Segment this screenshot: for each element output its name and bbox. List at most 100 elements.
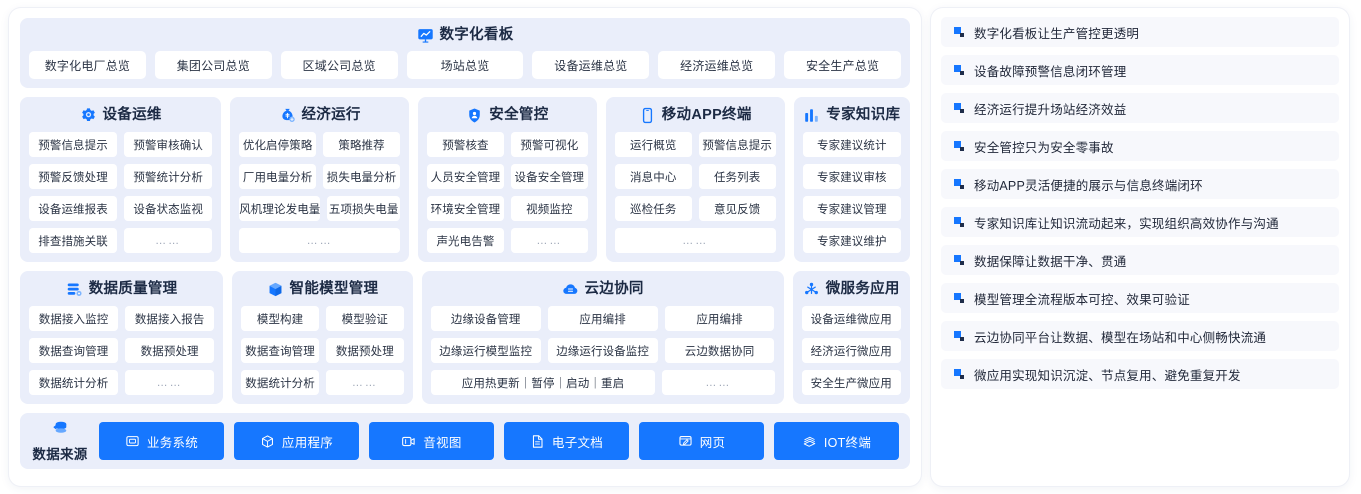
cloud-icon	[562, 281, 579, 298]
module-cell[interactable]: 优化启停策略	[239, 132, 317, 157]
dashboard-tab[interactable]: 经济运维总览	[658, 51, 776, 79]
module-cell[interactable]: 数据预处理	[125, 338, 215, 363]
module-cell[interactable]: 损失电量分析	[323, 164, 401, 189]
module-cell[interactable]: 专家建议维护	[802, 228, 902, 253]
benefit-item[interactable]: 经济运行提升场站经济效益	[941, 93, 1339, 123]
module-cell[interactable]: 设备状态监视	[124, 196, 213, 221]
module-row-1: 设备运维 预警信息提示 预警审核确认 预警反馈处理 预警统计分析 设备运维报表 …	[20, 97, 911, 262]
benefit-item[interactable]: 云边协同平台让数据、模型在场站和中心侧畅快流通	[941, 321, 1339, 351]
data-source-application[interactable]: 应用程序	[234, 422, 359, 460]
module-cell-more[interactable]: ……	[125, 370, 215, 395]
cell-line: 设备运维报表 设备状态监视	[29, 196, 213, 221]
module-cell[interactable]: 边缘设备管理	[430, 306, 541, 331]
module-cell[interactable]: 预警审核确认	[124, 132, 213, 157]
module-cell[interactable]: 意见反馈	[698, 196, 776, 221]
data-source-webpage[interactable]: 网页	[639, 422, 764, 460]
module-cell[interactable]: 专家建议统计	[802, 132, 902, 157]
dashboard-tab[interactable]: 集团公司总览	[154, 51, 272, 79]
cell-line: 专家建议统计	[802, 132, 902, 157]
data-source-audio-video[interactable]: 音视图	[369, 422, 494, 460]
data-source-label: 数据来源	[32, 447, 88, 462]
module-cell[interactable]: 专家建议审核	[802, 164, 902, 189]
module-cell[interactable]: 数据查询管理	[241, 338, 319, 363]
data-source-business-system[interactable]: 业务系统	[99, 422, 224, 460]
module-panel-microservice: 微服务应用 设备运维微应用 经济运行微应用 安全生产微应用	[792, 271, 910, 404]
module-cell[interactable]: 数据统计分析	[241, 370, 319, 395]
dashboard-tab[interactable]: 区域公司总览	[280, 51, 398, 79]
module-cell[interactable]: 数据接入报告	[125, 306, 215, 331]
module-cell[interactable]: 厂用电量分析	[239, 164, 317, 189]
module-cell[interactable]: 策略推荐	[323, 132, 401, 157]
module-cell[interactable]: 设备安全管理	[510, 164, 588, 189]
module-cell-more[interactable]: ……	[239, 228, 400, 253]
module-cell[interactable]: 视频监控	[510, 196, 588, 221]
module-title-row: 安全管控	[427, 106, 588, 124]
module-cell[interactable]: 安全生产微应用	[801, 370, 901, 395]
module-cell[interactable]: 预警信息提示	[698, 132, 776, 157]
video-icon	[401, 434, 416, 449]
dashboard-tab[interactable]: 数字化电厂总览	[29, 51, 146, 79]
benefit-text: 设备故障预警信息闭环管理	[974, 64, 1127, 79]
module-cell-more[interactable]: ……	[325, 370, 404, 395]
module-cell[interactable]: 边缘运行模型监控	[430, 338, 541, 363]
module-cell[interactable]: 数据预处理	[325, 338, 404, 363]
benefit-item[interactable]: 移动APP灵活便捷的展示与信息终端闭环	[941, 169, 1339, 199]
benefit-item[interactable]: 微应用实现知识沉淀、节点复用、避免重复开发	[941, 359, 1339, 389]
benefit-item[interactable]: 专家知识库让知识流动起来，实现组织高效协作与沟通	[941, 207, 1339, 237]
module-cell[interactable]: 设备运维报表	[29, 196, 118, 221]
module-cell-more[interactable]: ……	[124, 228, 213, 253]
module-cell-more[interactable]: ……	[614, 228, 776, 253]
dashboard-tab[interactable]: 设备运维总览	[532, 51, 650, 79]
dashboard-title: 数字化看板	[439, 27, 514, 43]
module-cell[interactable]: 应用热更新｜暂停｜启动｜重启	[430, 370, 656, 395]
module-panel-mobile-app: 移动APP终端 运行概览 预警信息提示 消息中心 任务列表 巡检任务 意见反馈	[605, 97, 785, 262]
module-cell[interactable]: 经济运行微应用	[801, 338, 901, 363]
bar-chart-icon	[803, 107, 820, 124]
module-cell[interactable]: 预警反馈处理	[29, 164, 118, 189]
module-cell[interactable]: 消息中心	[614, 164, 692, 189]
module-title-row: 移动APP终端	[615, 106, 776, 124]
benefit-item[interactable]: 模型管理全流程版本可控、效果可验证	[941, 283, 1339, 313]
benefit-item[interactable]: 安全管控只为安全零事故	[941, 131, 1339, 161]
module-cell[interactable]: 巡检任务	[614, 196, 692, 221]
module-cell[interactable]: 设备运维微应用	[801, 306, 901, 331]
benefit-item[interactable]: 设备故障预警信息闭环管理	[941, 55, 1339, 85]
module-panel-data-quality: 数据质量管理 数据接入监控 数据接入报告 数据查询管理 数据预处理 数据统计分析…	[20, 271, 224, 404]
module-cell[interactable]: 数据查询管理	[29, 338, 119, 363]
module-cell[interactable]: 运行概览	[614, 132, 692, 157]
module-cell[interactable]: 预警核查	[427, 132, 504, 157]
module-title-row: 专家知识库	[803, 106, 901, 124]
module-cell[interactable]: 数据统计分析	[29, 370, 119, 395]
module-cell[interactable]: 声光电告警	[427, 228, 504, 253]
module-cell[interactable]: 任务列表	[698, 164, 776, 189]
cell-line: 数据统计分析 ……	[241, 370, 404, 395]
module-cell[interactable]: 数据接入监控	[29, 306, 119, 331]
module-cell[interactable]: 模型构建	[241, 306, 319, 331]
benefit-item[interactable]: 数据保障让数据干净、贯通	[941, 245, 1339, 275]
module-cell[interactable]: 五项损失电量	[327, 196, 400, 221]
benefit-item[interactable]: 数字化看板让生产管控更透明	[941, 17, 1339, 47]
module-cell[interactable]: 边缘运行设备监控	[547, 338, 658, 363]
gear-icon	[80, 107, 97, 124]
benefit-text: 移动APP灵活便捷的展示与信息终端闭环	[974, 178, 1203, 193]
module-cell[interactable]: 专家建议管理	[802, 196, 902, 221]
dashboard-tab[interactable]: 安全生产总览	[784, 51, 902, 79]
module-cell[interactable]: 预警可视化	[510, 132, 588, 157]
data-source-document[interactable]: 电子文档	[504, 422, 629, 460]
module-cell[interactable]: 应用编排	[664, 306, 775, 331]
module-cell[interactable]: 环境安全管理	[427, 196, 504, 221]
module-cell-more[interactable]: ……	[662, 370, 775, 395]
module-cell[interactable]: 人员安全管理	[427, 164, 504, 189]
module-cell[interactable]: 预警信息提示	[29, 132, 118, 157]
module-cell-more[interactable]: ……	[510, 228, 588, 253]
data-source-label-text: 电子文档	[551, 435, 604, 450]
cell-line: 数据查询管理 数据预处理	[241, 338, 404, 363]
module-cell[interactable]: 风机理论发电量	[239, 196, 321, 221]
module-cell[interactable]: 排查措施关联	[29, 228, 118, 253]
dashboard-tab[interactable]: 场站总览	[406, 51, 524, 79]
module-cell[interactable]: 模型验证	[325, 306, 404, 331]
data-source-iot-terminal[interactable]: IOT终端	[774, 422, 899, 460]
module-cell[interactable]: 预警统计分析	[124, 164, 213, 189]
module-cell[interactable]: 应用编排	[547, 306, 658, 331]
module-cell[interactable]: 云边数据协同	[664, 338, 775, 363]
